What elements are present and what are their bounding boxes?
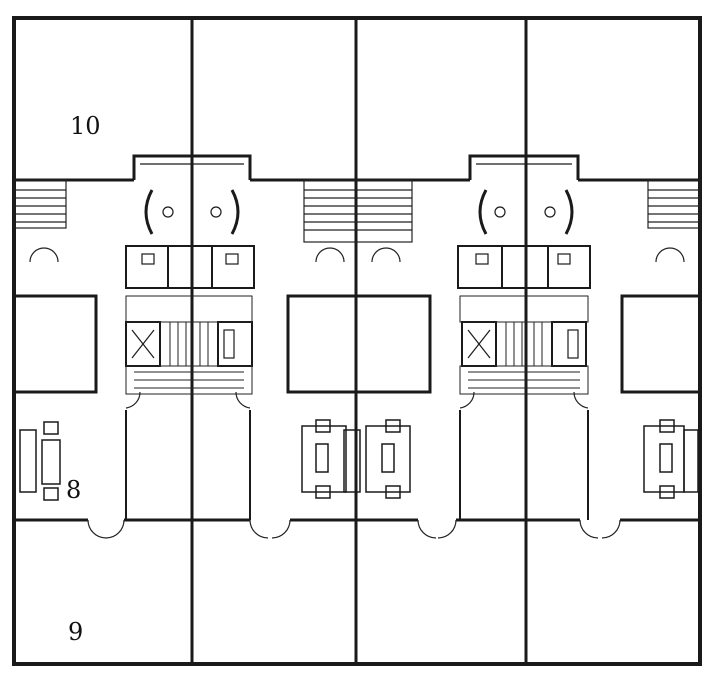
core-stairs bbox=[125, 295, 589, 395]
stair-icon bbox=[13, 179, 701, 243]
door-swing-icon bbox=[29, 247, 685, 539]
sofa-icon bbox=[19, 425, 699, 493]
corridor-walls bbox=[125, 410, 589, 520]
armchair-icon bbox=[43, 419, 675, 501]
room-label-top: 10 bbox=[70, 112, 101, 140]
lobby-screens bbox=[144, 189, 574, 235]
room-label-bottom: 9 bbox=[68, 618, 83, 646]
core-recesses bbox=[132, 154, 580, 180]
toilet-icon bbox=[125, 245, 591, 289]
room-label-lower-left: 8 bbox=[66, 476, 81, 504]
side-rooms bbox=[12, 294, 702, 394]
